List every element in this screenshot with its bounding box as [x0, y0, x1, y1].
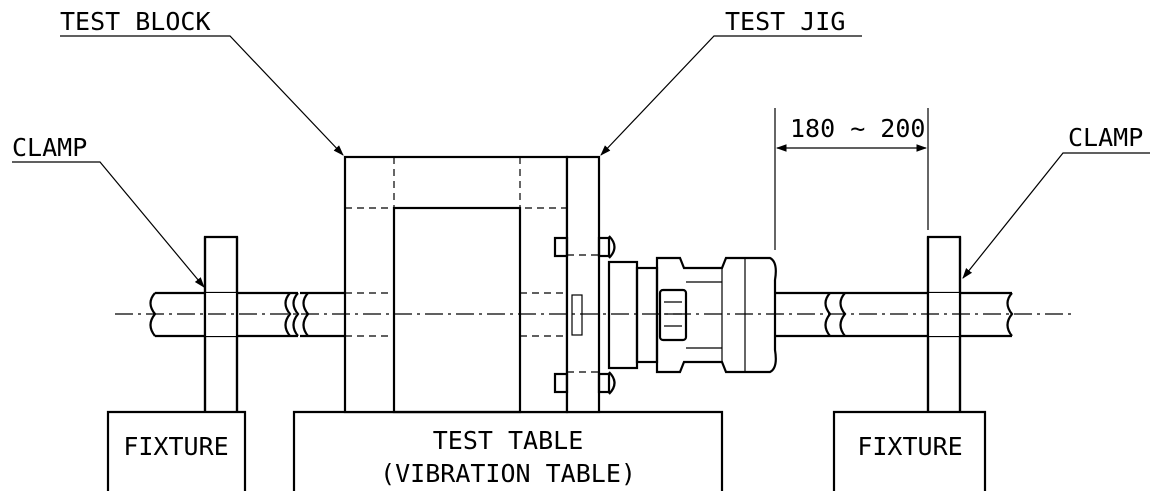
- label-fixture-left: FIXTURE: [123, 432, 228, 461]
- test-block: [343, 155, 569, 414]
- dimension-annotation: [774, 108, 929, 250]
- clamp-post-right: [926, 235, 962, 412]
- clamp-post-left: [203, 235, 239, 412]
- label-clamp-left: CLAMP: [12, 133, 87, 162]
- jig-bolts: [553, 235, 616, 395]
- label-clamp-right: CLAMP: [1068, 123, 1143, 152]
- fixture-right-base: [832, 410, 987, 491]
- connector: [607, 256, 777, 374]
- leader-test-jig: [600, 35, 862, 156]
- label-fixture-right: FIXTURE: [857, 432, 962, 461]
- fixture-left-base: [106, 410, 247, 491]
- label-dimension: 180 ~ 200: [790, 114, 925, 143]
- leader-clamp-right: [962, 152, 1150, 279]
- leader-test-block: [60, 35, 344, 156]
- test-jig-plate: [565, 155, 601, 414]
- label-test-block: TEST BLOCK: [60, 7, 211, 36]
- leader-clamp-left: [12, 161, 205, 288]
- label-test-jig: TEST JIG: [725, 7, 845, 36]
- label-vibration-table: (VIBRATION TABLE): [380, 459, 636, 488]
- label-test-table: TEST TABLE: [433, 426, 584, 455]
